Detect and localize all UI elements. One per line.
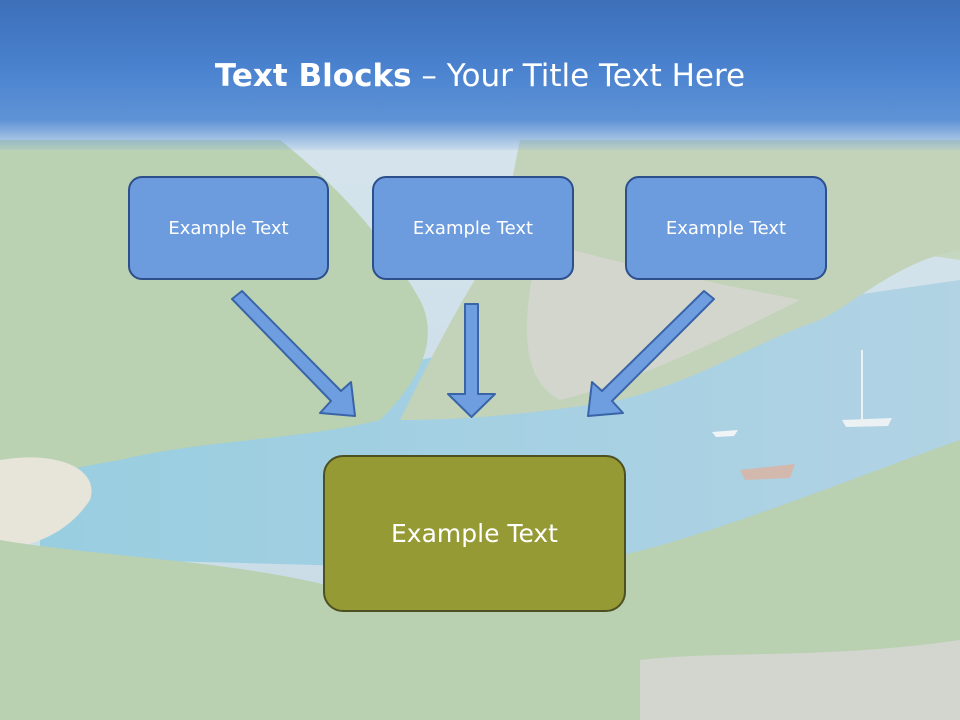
text-block-1-label: Example Text	[168, 217, 289, 239]
arrow-right-icon	[587, 290, 715, 417]
text-block-3-label: Example Text	[665, 217, 787, 239]
title-rest: Your Title Text Here	[446, 58, 746, 94]
arrow-left-icon	[231, 290, 356, 417]
main-text-block[interactable]: Example Text	[323, 455, 626, 612]
title-bold: Text Blocks	[214, 58, 412, 94]
text-block-2-label: Example Text	[412, 217, 534, 239]
text-block-1[interactable]: Example Text	[128, 176, 329, 280]
slide-title: Text Blocks – Your Title Text Here	[0, 56, 960, 96]
arrow-center-icon	[447, 303, 496, 418]
text-block-3[interactable]: Example Text	[625, 176, 827, 280]
main-text-block-label: Example Text	[391, 519, 558, 548]
title-separator: –	[411, 58, 447, 94]
text-block-2[interactable]: Example Text	[372, 176, 574, 280]
title-band	[0, 0, 960, 150]
